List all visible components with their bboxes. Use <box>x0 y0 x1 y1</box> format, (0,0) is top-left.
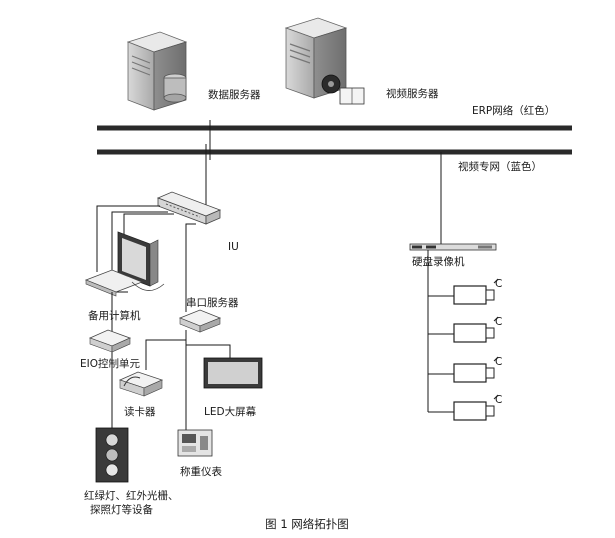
video-server-icon <box>284 17 365 105</box>
figure-caption: 图 1 网络拓扑图 <box>265 517 349 531</box>
serial-server-links <box>145 330 231 430</box>
nvr-label: 硬盘录像机 <box>412 255 465 268</box>
network-switch-icon <box>156 191 222 225</box>
security-camera-icon <box>453 316 499 343</box>
backup-computer-label: 备用计算机 <box>88 309 141 322</box>
erp-network-label: ERP网络（红色） <box>472 104 555 117</box>
security-camera-icon <box>453 278 499 305</box>
iu-label: IU <box>228 241 239 253</box>
data-server-icon <box>126 31 188 111</box>
security-camera-icon <box>453 356 499 383</box>
camera-label: C <box>495 356 502 368</box>
camera-label: C <box>495 394 502 406</box>
desktop-computer-icon <box>84 231 165 297</box>
camera-label: C <box>495 316 502 328</box>
eio-control-unit-label: EIO控制单元 <box>80 357 140 370</box>
led-screen-icon <box>203 357 263 389</box>
traffic-light-icon <box>95 427 129 483</box>
led-screen-label: LED大屏幕 <box>204 405 257 418</box>
nvr-icon <box>409 243 497 251</box>
eio-control-unit-icon <box>88 329 132 353</box>
weighing-meter-label: 称重仪表 <box>180 465 222 478</box>
iu-fanout-lines <box>96 205 196 312</box>
video-server-label: 视频服务器 <box>386 87 439 100</box>
serial-server-icon <box>178 309 222 333</box>
data-server-label: 数据服务器 <box>208 88 261 101</box>
field-devices-label-line2: 探照灯等设备 <box>90 503 153 516</box>
card-reader-label: 读卡器 <box>124 405 156 418</box>
security-camera-icon <box>453 394 499 421</box>
camera-label: C <box>495 278 502 290</box>
serial-server-label: 串口服务器 <box>186 296 239 309</box>
field-devices-label-line1: 红绿灯、红外光栅、 <box>84 489 179 502</box>
card-reader-icon <box>118 371 164 397</box>
video-network-label: 视频专网（蓝色） <box>458 160 542 173</box>
weighing-meter-icon <box>177 429 213 457</box>
